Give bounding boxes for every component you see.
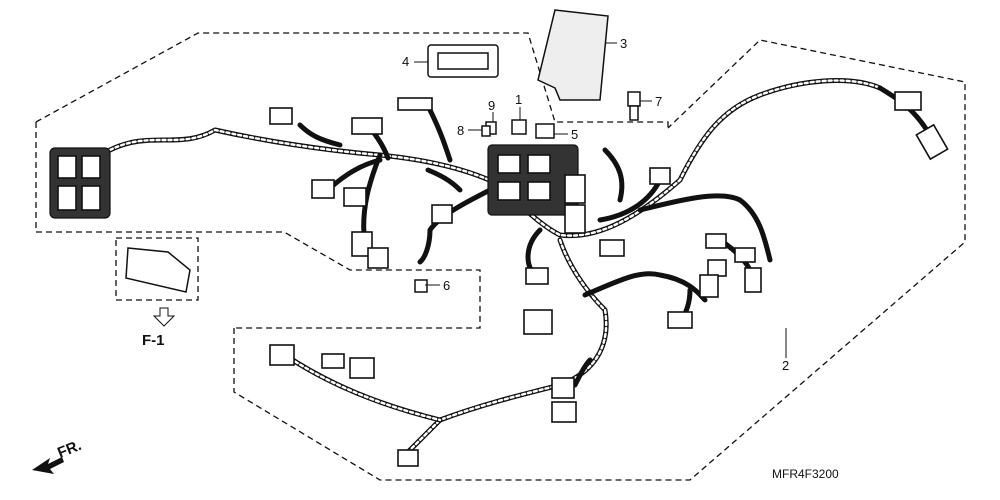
connector xyxy=(349,357,375,379)
connector xyxy=(744,267,762,293)
connector xyxy=(894,91,922,111)
connector xyxy=(343,187,367,207)
group-outlines xyxy=(35,32,966,481)
part-7-bolt xyxy=(627,91,641,107)
connector xyxy=(351,231,373,257)
callout-labels: 1 2 3 4 5 6 7 8 9 xyxy=(402,36,789,373)
part-1-relay xyxy=(511,119,527,135)
drawing-code: MFR4F3200 xyxy=(772,467,839,481)
connector xyxy=(367,247,389,269)
connector xyxy=(564,174,586,204)
connector xyxy=(734,247,756,263)
connector xyxy=(269,344,295,366)
callout-1: 1 xyxy=(515,92,522,107)
part-8-relay xyxy=(481,125,491,137)
connector xyxy=(397,97,433,111)
connector xyxy=(321,353,345,369)
connector xyxy=(397,449,419,467)
connector xyxy=(564,204,586,234)
connector xyxy=(705,233,727,249)
main-harness-outline xyxy=(233,39,966,481)
callout-6: 6 xyxy=(443,278,450,293)
connector xyxy=(649,167,671,185)
connector xyxy=(915,123,949,161)
front-arrow-icon xyxy=(32,457,64,474)
connector xyxy=(699,274,719,298)
callout-7: 7 xyxy=(655,94,662,109)
connector xyxy=(351,117,383,135)
harness-wires xyxy=(107,78,933,458)
connector xyxy=(707,259,727,277)
reference-label: F-1 xyxy=(142,332,165,349)
connector xyxy=(431,204,453,224)
part-3-cover xyxy=(537,9,609,101)
connector xyxy=(551,377,575,399)
connector xyxy=(551,401,577,423)
front-label: FR. xyxy=(55,437,84,462)
connector xyxy=(667,311,693,329)
bracket-outline xyxy=(115,237,199,301)
callout-9: 9 xyxy=(488,98,495,113)
callout-8: 8 xyxy=(457,123,464,138)
connectors xyxy=(49,91,949,467)
connector xyxy=(523,309,553,335)
callout-leaders xyxy=(414,42,787,358)
connector xyxy=(269,107,293,125)
part-5-relay xyxy=(535,123,555,139)
front-indicator: FR. xyxy=(32,437,84,474)
part-6-clip xyxy=(414,279,428,293)
connector xyxy=(525,267,549,285)
callout-2: 2 xyxy=(782,358,789,373)
callout-4: 4 xyxy=(402,54,409,69)
bracket-part xyxy=(125,247,191,293)
connector xyxy=(311,179,335,199)
callout-3: 3 xyxy=(620,36,627,51)
callout-5: 5 xyxy=(571,127,578,142)
parts xyxy=(125,9,641,327)
connector xyxy=(599,239,625,257)
